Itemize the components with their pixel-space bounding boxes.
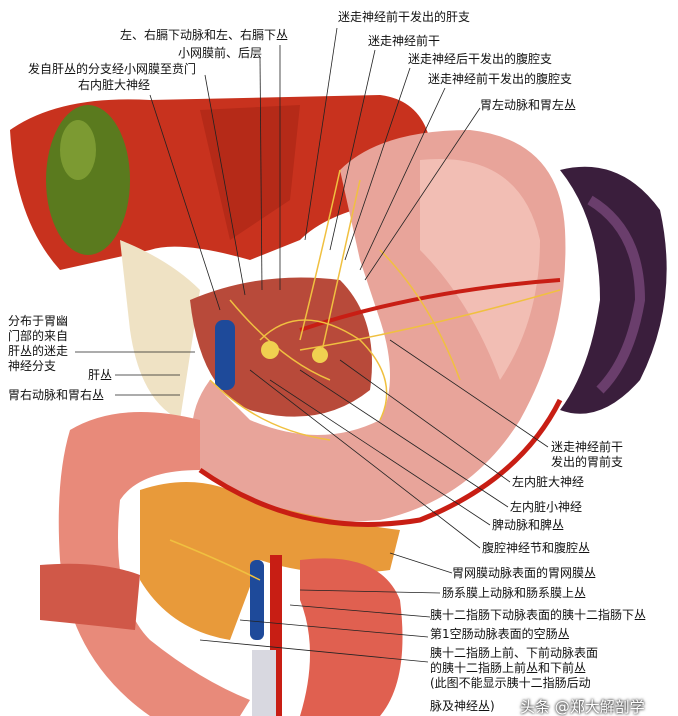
label-left-greater-splanchnic: 左内脏大神经: [512, 475, 585, 489]
leader-lines: [75, 27, 549, 663]
splenic-artery: [299, 278, 561, 332]
transverse-colon: [40, 563, 140, 630]
label-right-greater-splanchnic: 右内脏大神经: [78, 78, 151, 92]
jejunum: [300, 558, 403, 716]
label-anterior-celiac-branch: 迷走神经前干发出的腹腔支: [428, 72, 573, 86]
label-note: (此图不能显示胰十二指肠后动: [430, 676, 591, 690]
label-superior-mesenteric: 肠系膜上动脉和肠系膜上丛: [442, 586, 587, 600]
label-anterior-pancreaticoduodenal: 的胰十二指肠上前丛和下前丛: [430, 661, 587, 675]
label-gastroepiploic-plexus: 胃网膜动脉表面的胃网膜丛: [452, 566, 597, 580]
inferior-vena-cava: [252, 650, 276, 716]
greater-curvature-artery: [198, 398, 563, 527]
duodenum: [58, 412, 250, 716]
celiac-ganglion: [312, 347, 328, 363]
label-anterior-vagal-trunk: 迷走神经前干: [368, 34, 441, 48]
superior-mesenteric-vein: [250, 560, 264, 640]
label-right-gastric: 胃右动脉和胃右丛: [8, 388, 105, 402]
label-inferior-pancreaticoduodenal: 胰十二指肠下动脉表面的胰十二指肠下丛: [430, 608, 647, 622]
label-jejunal-plexus: 第1空肠动脉表面的空肠丛: [430, 627, 570, 641]
liver-shadow: [200, 105, 300, 240]
celiac-ganglion: [261, 341, 279, 359]
label-anterior-pancreaticoduodenal: 胰十二指肠上前、下前动脉表面: [430, 646, 599, 660]
nerve-plexus: [169, 169, 561, 581]
label-inferior-phrenic: 左、右膈下动脉和左、右膈下丛: [120, 28, 289, 42]
label-anterior-gastric-branch: 迷走神经前干: [551, 440, 624, 454]
spleen-highlight: [587, 195, 646, 394]
label-hepatic-plexus-branch: 发自肝丛的分支经小网膜至贲门: [28, 62, 197, 76]
spleen: [560, 166, 667, 414]
label-pyloric-branch: 神经分支: [8, 359, 57, 373]
label-left-gastric: 胃左动脉和胃左丛: [480, 98, 577, 112]
label-left-lesser-splanchnic: 左内脏小神经: [510, 500, 583, 514]
label-pyloric-branch: 门部的来自: [8, 329, 69, 343]
label-lesser-omentum: 小网膜前、后层: [178, 46, 263, 60]
label-posterior-celiac-branch: 迷走神经后干发出的腹腔支: [408, 52, 553, 66]
lesser-omentum: [120, 240, 200, 420]
watermark: 头条 @郑大解剖学: [520, 698, 645, 716]
label-splenic-plexus: 脾动脉和脾丛: [492, 518, 565, 532]
label-anterior-gastric-branch: 发出的胃前支: [551, 455, 624, 469]
gallbladder-highlight: [60, 120, 96, 180]
label-note: 脉及神经丛): [430, 699, 495, 713]
label-hepatic-plexus: 肝丛: [88, 368, 113, 382]
label-pyloric-branch: 分布于胃幽: [8, 314, 69, 328]
label-pyloric-branch: 肝丛的迷走: [8, 344, 69, 358]
stomach-highlight: [420, 159, 540, 380]
label-celiac-plexus: 腹腔神经节和腹腔丛: [482, 541, 591, 555]
label-hepatic-branch: 迷走神经前干发出的肝支: [338, 10, 471, 24]
lesser-sac-opening: [190, 277, 372, 417]
portal-vein: [215, 320, 235, 390]
